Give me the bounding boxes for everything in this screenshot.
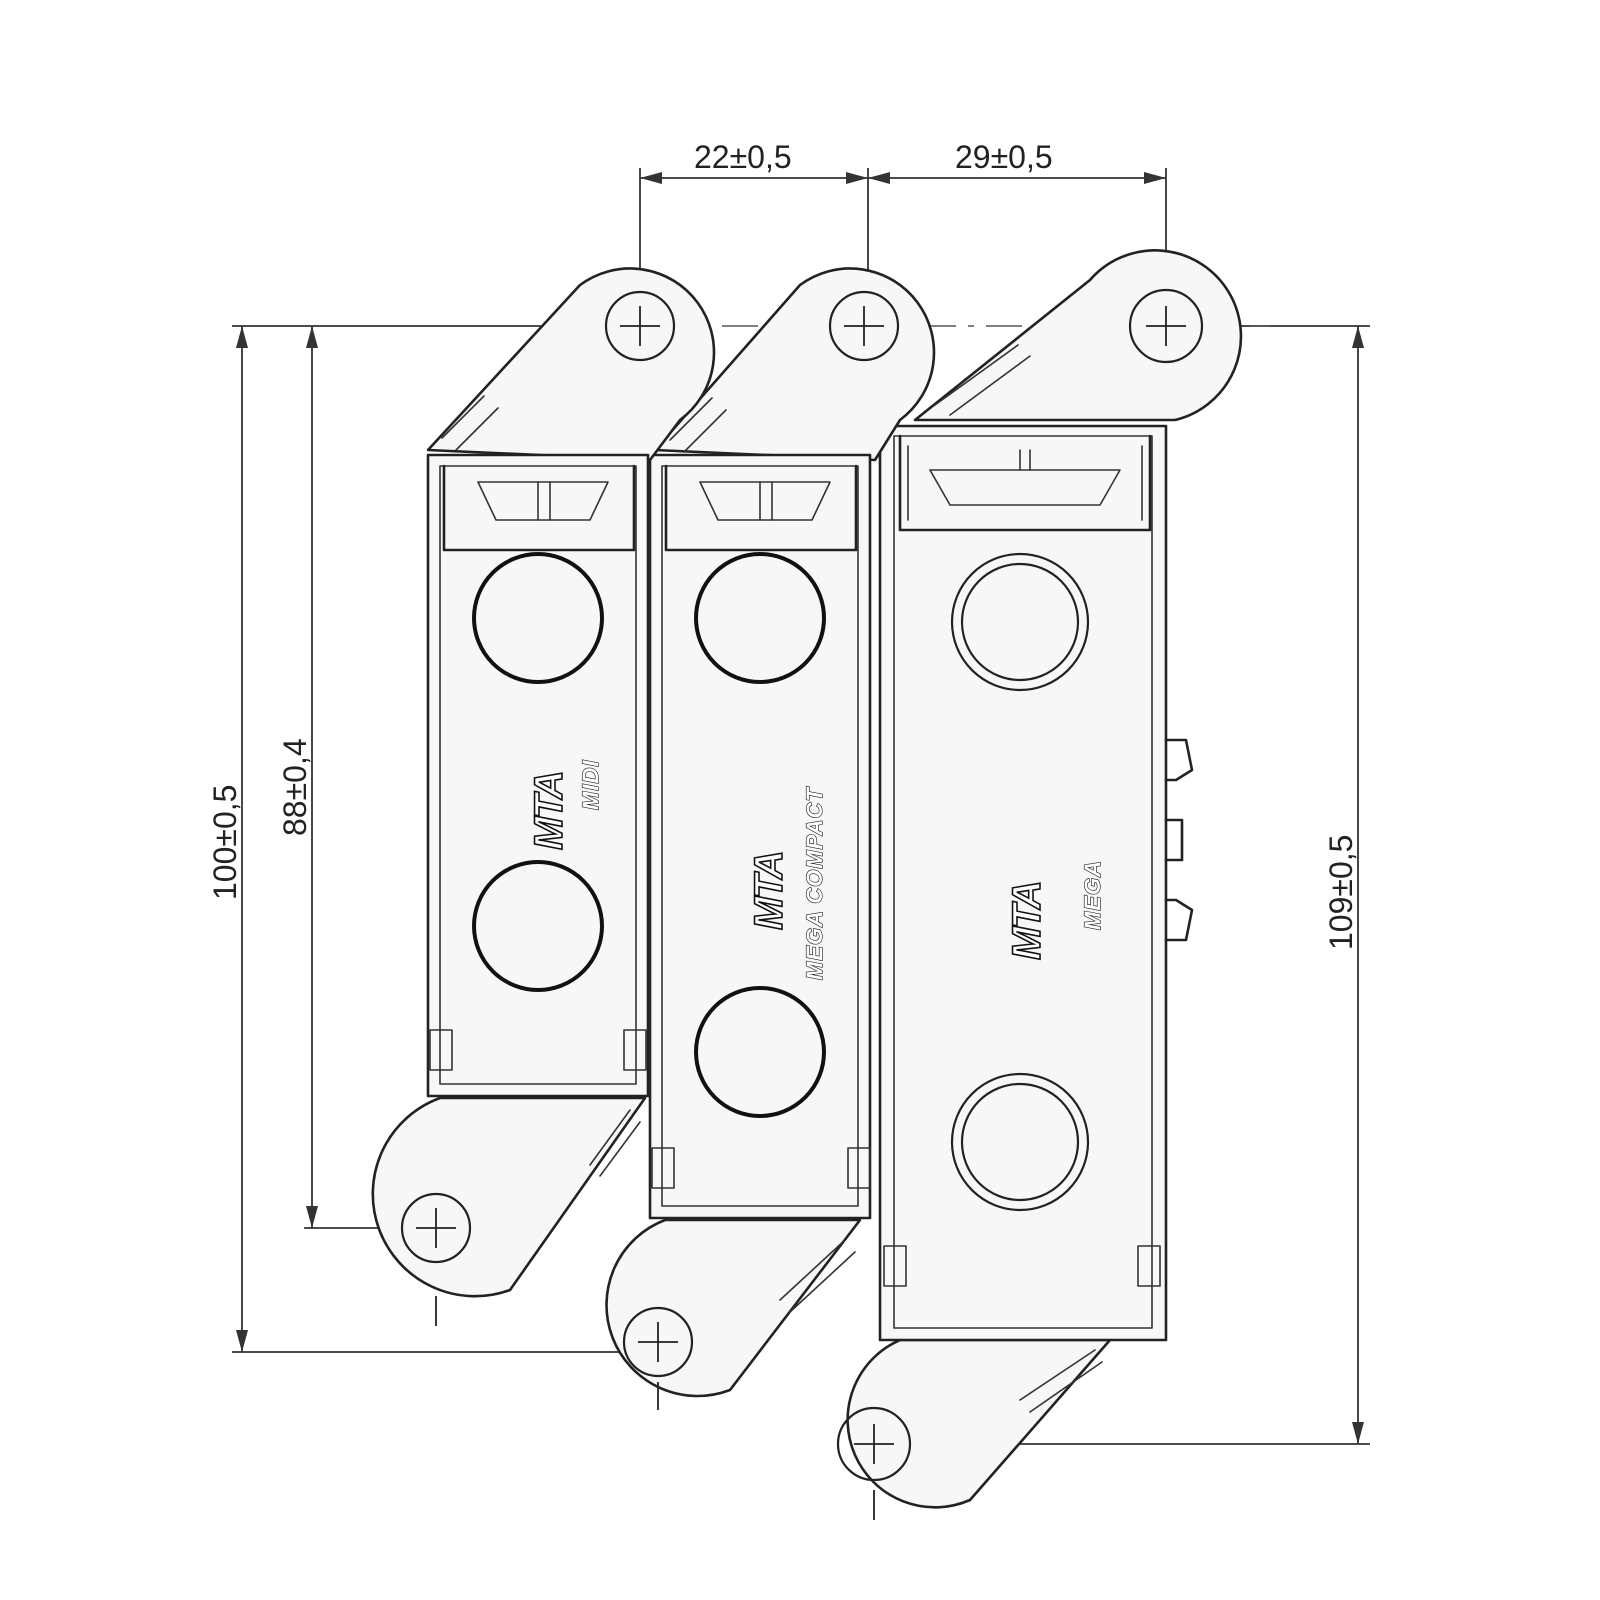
link-midi-logo: MTA [527, 772, 571, 850]
link-mega-compact: MTA MEGA COMPACT [605, 267, 936, 1410]
link-mega-compact-model: MEGA COMPACT [802, 787, 827, 980]
link-midi: MTA MIDI [371, 267, 716, 1326]
dim-height-pitch-midi: 88±0,4 [277, 738, 313, 836]
dim-pitch-midi-compact: 22±0,5 [694, 139, 792, 175]
link-mega-compact-logo: MTA [747, 852, 791, 930]
link-mega-logo: MTA [1005, 882, 1049, 960]
dim-pitch-compact-mega: 29±0,5 [955, 139, 1053, 175]
link-midi-model: MIDI [578, 760, 603, 810]
dim-height-overall: 100±0,5 [207, 785, 243, 900]
link-mega: MTA MEGA [836, 249, 1243, 1520]
link-mega-model: MEGA [1080, 860, 1105, 930]
dim-height-pitch-mega: 109±0,5 [1323, 835, 1359, 950]
